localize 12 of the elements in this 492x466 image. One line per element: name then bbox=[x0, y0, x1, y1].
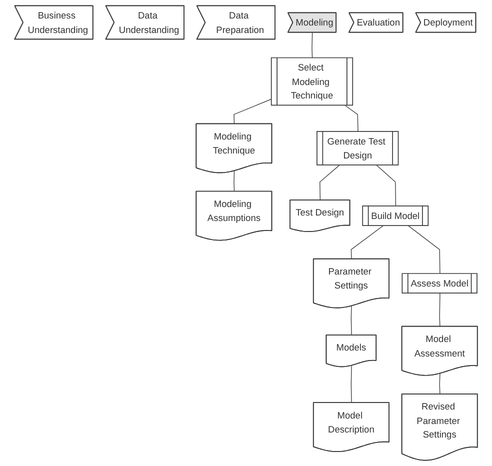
connector bbox=[312, 32, 313, 58]
connector bbox=[320, 164, 340, 201]
connector bbox=[350, 365, 352, 404]
connector bbox=[234, 170, 235, 192]
connector bbox=[439, 373, 440, 395]
connector bbox=[344, 105, 358, 132]
connector bbox=[350, 306, 352, 336]
connector bbox=[439, 293, 440, 328]
connector bbox=[234, 98, 272, 124]
connector bbox=[408, 226, 440, 274]
connector bbox=[376, 164, 396, 207]
connector bbox=[350, 226, 384, 260]
